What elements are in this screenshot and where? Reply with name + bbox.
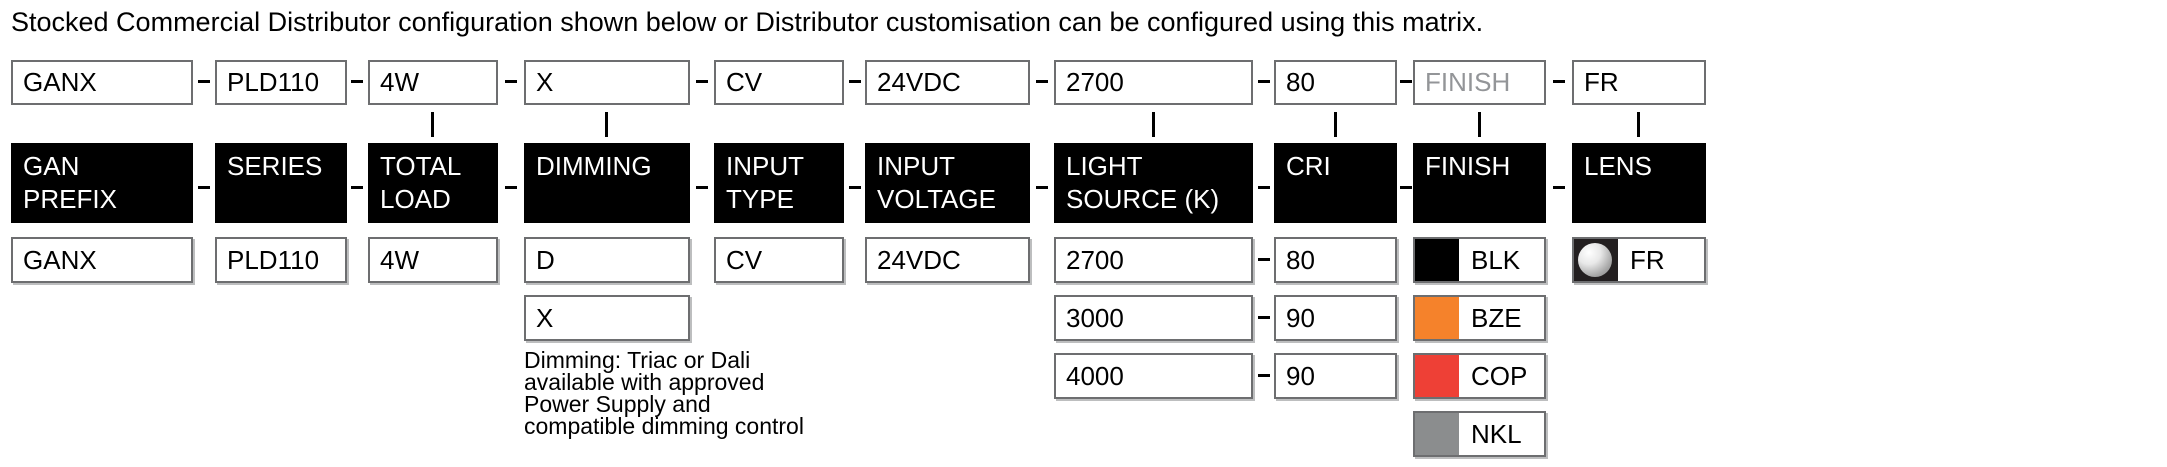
option-separator-dash	[1258, 316, 1270, 319]
option-3000: 3000	[1054, 295, 1253, 341]
code-separator-dash	[505, 80, 517, 83]
dimming-note: Dimming: Triac or Dali available with ap…	[524, 347, 804, 439]
option-finish-nkl-label: NKL	[1471, 418, 1522, 449]
header-input-voltage: INPUT VOLTAGE	[865, 143, 1030, 223]
option-lens-fr-label: FR	[1630, 244, 1665, 275]
option-separator-dash	[1258, 374, 1270, 377]
dimming-note-line3: Power Supply and	[524, 391, 711, 417]
header-separator-dash	[1036, 186, 1048, 189]
header-separator-dash	[351, 186, 363, 189]
connector-line-lens	[1637, 112, 1640, 137]
option-finish-blk-label: BLK	[1471, 244, 1521, 275]
header-total-load: TOTAL LOAD	[368, 143, 498, 223]
option-dimming-x: X	[524, 295, 690, 341]
code-field-lens: FR	[1572, 60, 1706, 105]
header-separator-dash	[1553, 186, 1565, 189]
option-cri-80: 80	[1274, 237, 1397, 283]
blk-color-swatch	[1415, 239, 1459, 281]
header-separator-dash	[1258, 186, 1270, 189]
header-light-source-line1: LIGHT	[1066, 151, 1143, 181]
header-input-voltage-line2: VOLTAGE	[877, 184, 996, 214]
option-cri-90-b: 90	[1274, 353, 1397, 399]
option-finish-cop-label: COP	[1471, 360, 1528, 391]
code-field-total-load: 4W	[368, 60, 498, 105]
header-dimming-line1: DIMMING	[536, 151, 652, 181]
code-separator-dash	[1036, 80, 1048, 83]
code-field-cri: 80	[1274, 60, 1397, 105]
option-finish-nkl: NKL	[1413, 411, 1546, 457]
header-separator-dash	[1400, 186, 1412, 189]
code-field-light-source: 2700	[1054, 60, 1253, 105]
dimming-note-line4: compatible dimming control	[524, 413, 804, 439]
code-separator-dash	[696, 80, 708, 83]
connector-line-cri	[1334, 112, 1337, 137]
header-series-line1: SERIES	[227, 151, 323, 181]
option-dimming-d: D	[524, 237, 690, 283]
header-gan-prefix-line1: GAN	[23, 151, 80, 181]
code-separator-dash	[1258, 80, 1270, 83]
header-total-load-line1: TOTAL	[380, 151, 462, 181]
header-cri-line1: CRI	[1286, 151, 1331, 181]
option-2700: 2700	[1054, 237, 1253, 283]
option-4000: 4000	[1054, 353, 1253, 399]
connector-line-finish	[1478, 112, 1481, 137]
header-total-load-line2: LOAD	[380, 184, 451, 214]
header-input-type-line2: TYPE	[726, 184, 794, 214]
cop-color-swatch	[1415, 355, 1459, 397]
code-separator-dash	[198, 80, 210, 83]
option-ganx: GANX	[11, 237, 193, 283]
option-lens-fr: FR	[1572, 237, 1706, 283]
header-finish-line1: FINISH	[1425, 151, 1511, 181]
code-separator-dash	[849, 80, 861, 83]
option-cri-90-a: 90	[1274, 295, 1397, 341]
lens-sphere-icon	[1578, 243, 1612, 277]
header-gan-prefix-line2: PREFIX	[23, 184, 117, 214]
header-separator-dash	[849, 186, 861, 189]
code-field-series: PLD110	[215, 60, 347, 105]
option-cv: CV	[714, 237, 844, 283]
header-input-type-line1: INPUT	[726, 151, 804, 181]
page-title: Stocked Commercial Distributor configura…	[11, 7, 1484, 37]
header-finish: FINISH	[1413, 143, 1546, 223]
option-separator-dash	[1258, 258, 1270, 261]
option-pld110: PLD110	[215, 237, 347, 283]
header-input-voltage-line1: INPUT	[877, 151, 955, 181]
frosted-lens-icon	[1574, 239, 1618, 281]
code-field-finish-placeholder: FINISH	[1413, 60, 1546, 105]
code-field-dimming: X	[524, 60, 690, 105]
option-finish-cop: COP	[1413, 353, 1546, 399]
connector-line-total-load	[431, 112, 434, 137]
header-lens-line1: LENS	[1584, 151, 1652, 181]
code-separator-dash	[351, 80, 363, 83]
nkl-color-swatch	[1415, 413, 1459, 455]
code-field-gan-prefix: GANX	[11, 60, 193, 105]
code-separator-dash	[1400, 80, 1412, 83]
header-separator-dash	[505, 186, 517, 189]
option-24vdc: 24VDC	[865, 237, 1030, 283]
dimming-note-line1: Dimming: Triac or Dali	[524, 347, 751, 373]
dimming-note-line2: available with approved	[524, 369, 765, 395]
option-finish-blk: BLK	[1413, 237, 1546, 283]
code-field-input-voltage: 24VDC	[865, 60, 1030, 105]
header-lens: LENS	[1572, 143, 1706, 223]
header-gan-prefix: GAN PREFIX	[11, 143, 193, 223]
header-series: SERIES	[215, 143, 347, 223]
bze-color-swatch	[1415, 297, 1459, 339]
option-finish-bze: BZE	[1413, 295, 1546, 341]
code-separator-dash	[1553, 80, 1565, 83]
header-separator-dash	[696, 186, 708, 189]
code-field-input-type: CV	[714, 60, 844, 105]
connector-line-dimming	[605, 112, 608, 137]
header-separator-dash	[198, 186, 210, 189]
header-dimming: DIMMING	[524, 143, 690, 223]
header-light-source-line2: SOURCE (K)	[1066, 184, 1220, 214]
option-4w: 4W	[368, 237, 498, 283]
header-cri: CRI	[1274, 143, 1397, 223]
header-input-type: INPUT TYPE	[714, 143, 844, 223]
option-finish-bze-label: BZE	[1471, 302, 1522, 333]
header-light-source: LIGHT SOURCE (K)	[1054, 143, 1253, 223]
connector-line-light-source	[1152, 112, 1155, 137]
